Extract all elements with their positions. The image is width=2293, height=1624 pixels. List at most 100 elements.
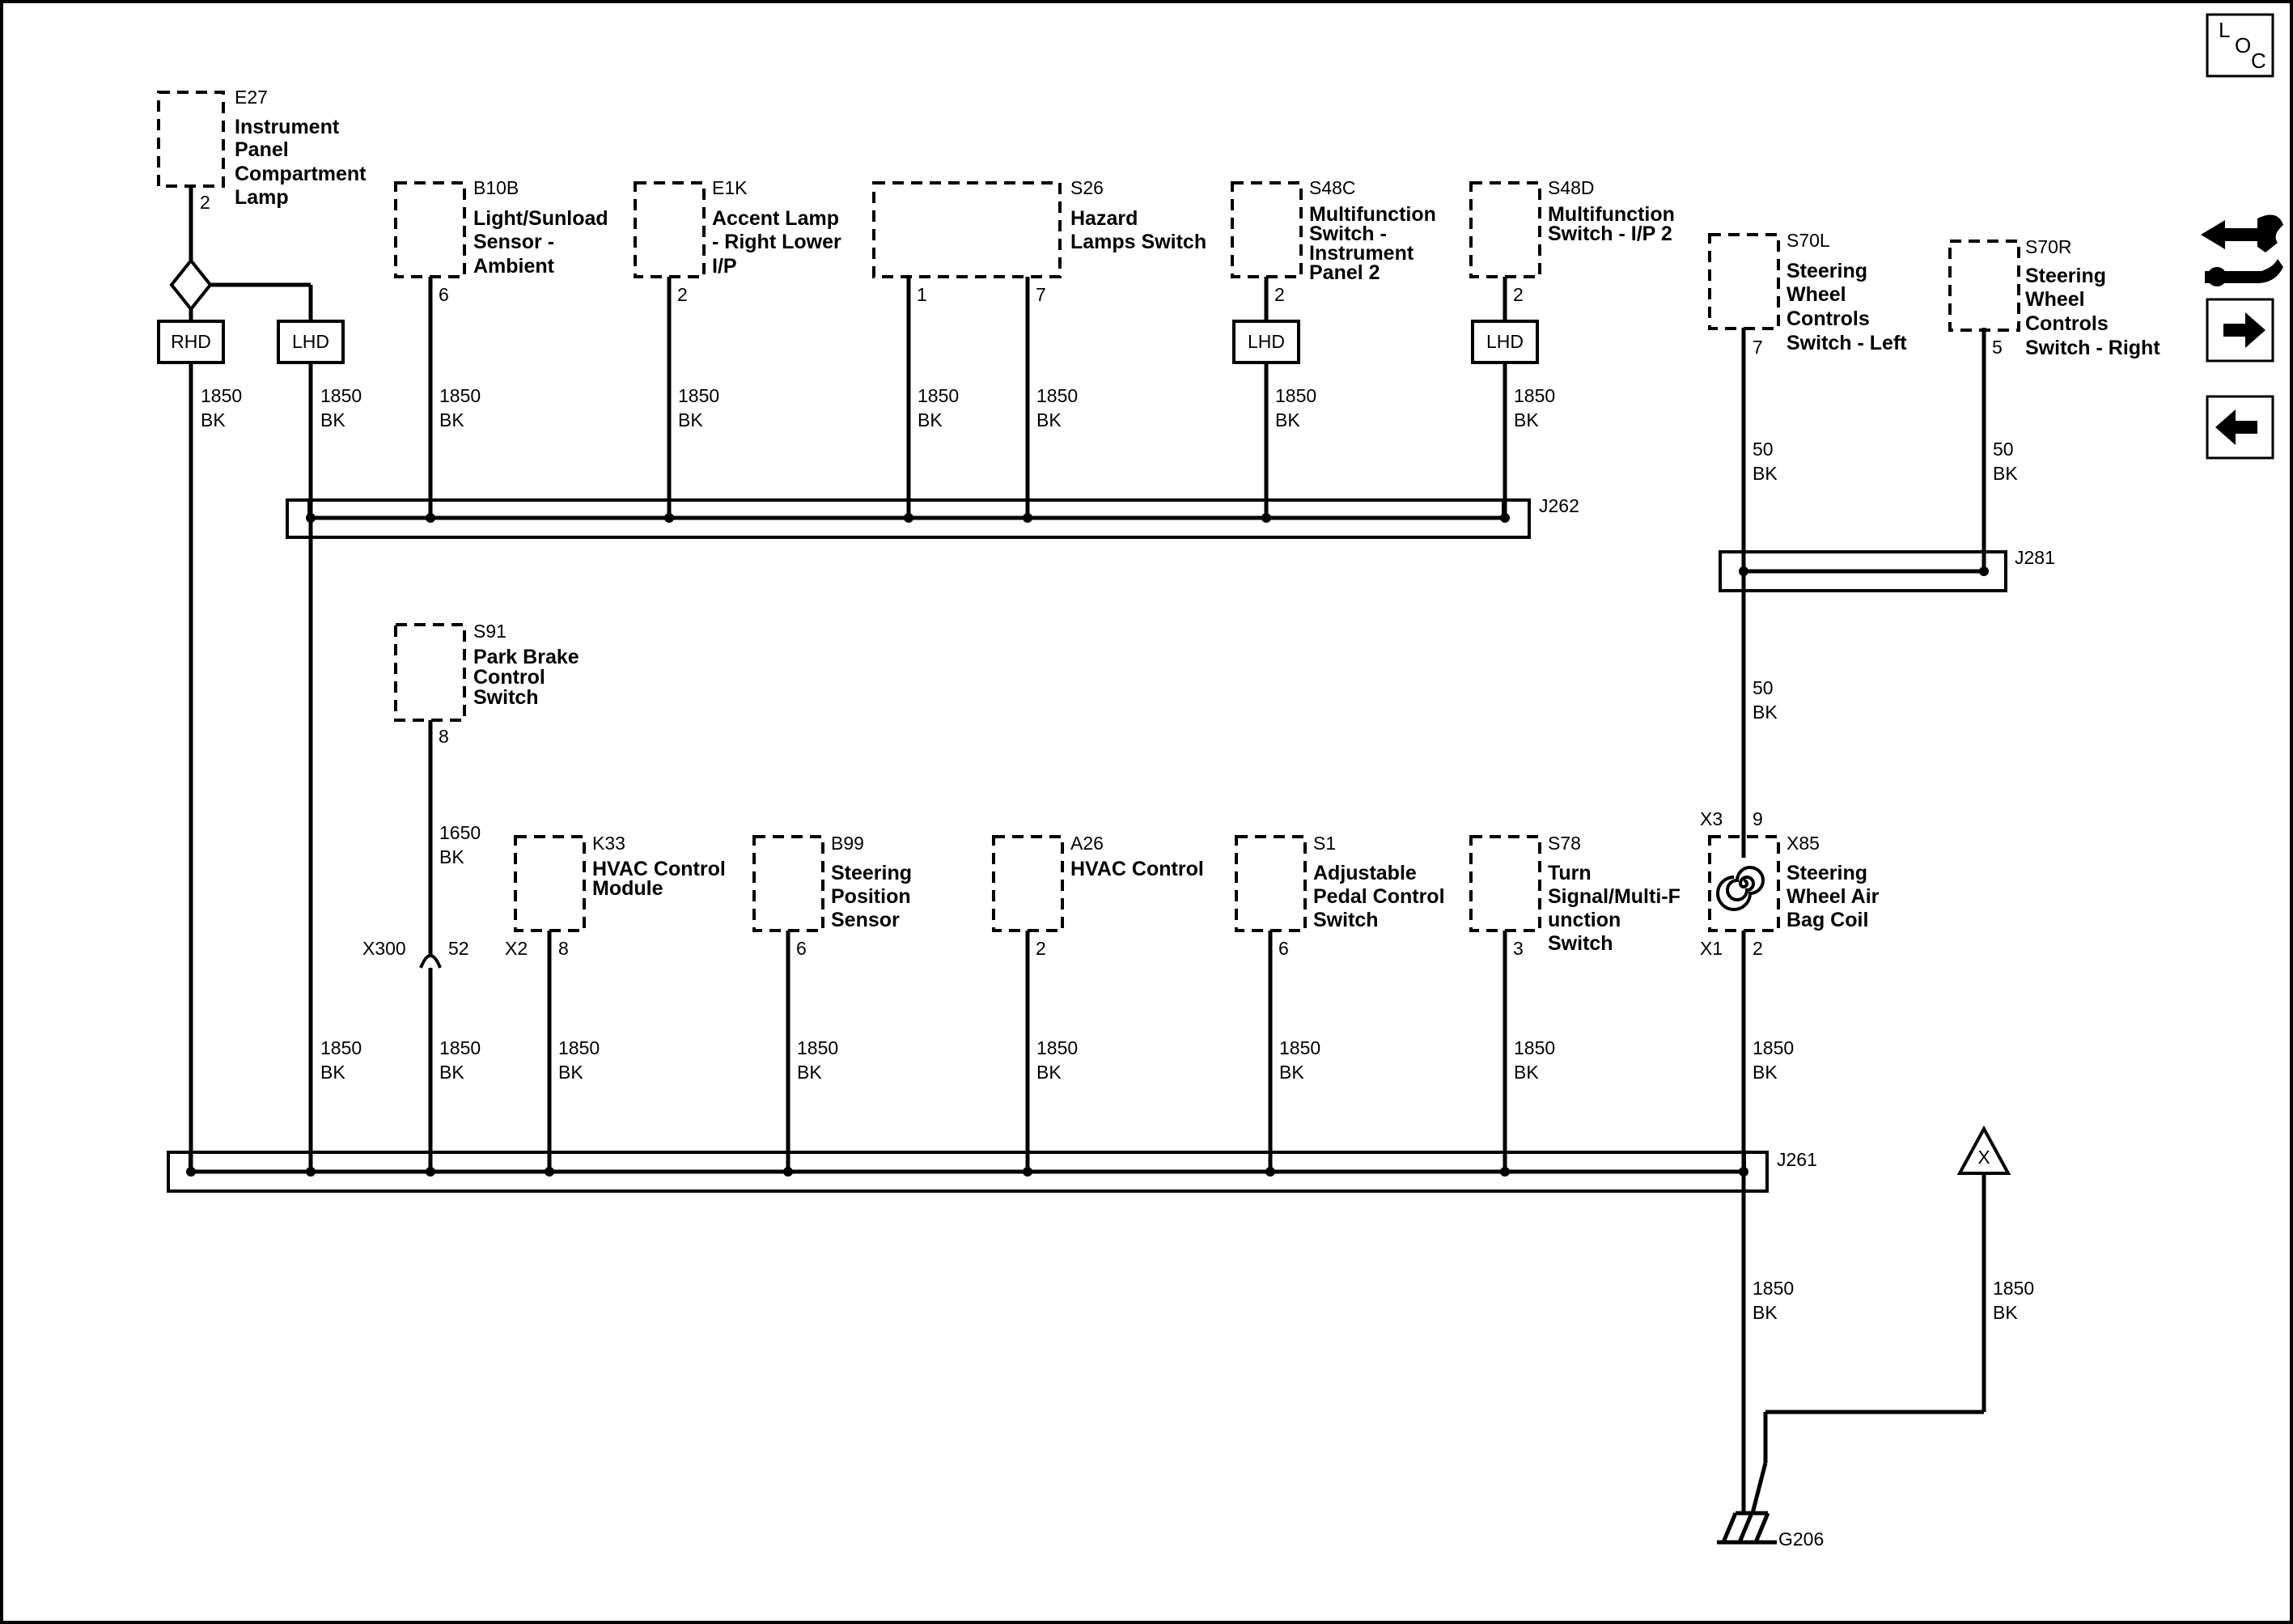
wire-color: BK <box>797 1062 822 1083</box>
svg-text:8: 8 <box>558 938 569 959</box>
splice-label: J281 <box>2015 547 2055 568</box>
svg-text:Switch -: Switch - <box>1309 223 1387 245</box>
wire-gauge: 50 <box>1753 677 1774 698</box>
label-b99: B99 Steering Position Sensor 6 <box>796 833 912 959</box>
wire-gauge: 1850 <box>1275 385 1316 406</box>
loc-button[interactable]: L O C <box>2206 13 2274 78</box>
svg-text:X2: X2 <box>505 938 528 959</box>
svg-text:K33: K33 <box>592 833 625 854</box>
wire-gauge: 1650 <box>439 822 481 843</box>
svg-text:S26: S26 <box>1070 177 1104 198</box>
wire-color: BK <box>201 409 226 430</box>
forward-button[interactable] <box>2206 298 2274 363</box>
label-s70r: S70R Steering Wheel Controls Switch - Ri… <box>1992 236 2160 359</box>
lhd-box: LHD <box>277 320 345 364</box>
svg-text:X85: X85 <box>1787 833 1820 854</box>
label-s26: S26 Hazard Lamps Switch 1 7 <box>917 177 1206 305</box>
label-e1k: E1K Accent Lamp - Right Lower I/P 2 <box>677 177 841 305</box>
svg-text:Hazard: Hazard <box>1070 207 1138 230</box>
splice-j261: J261 <box>167 1149 1817 1193</box>
label-s70l: S70L Steering Wheel Controls Switch - Le… <box>1753 230 1907 358</box>
svg-text:S70L: S70L <box>1787 230 1830 251</box>
svg-text:Signal/Multi-F: Signal/Multi-F <box>1548 885 1681 908</box>
wire-gauge: 1850 <box>1514 385 1555 406</box>
component-s91 <box>394 623 466 722</box>
offpage-connector[interactable]: X <box>1956 1125 2011 1175</box>
svg-text:Switch: Switch <box>1548 932 1613 955</box>
wire-color: BK <box>1036 1062 1062 1083</box>
wire-gauge: 1850 <box>1993 1278 2034 1299</box>
svg-text:LHD: LHD <box>292 331 329 352</box>
wire-gauge: 1850 <box>918 385 959 406</box>
loc-letter-l: L <box>2219 18 2230 42</box>
svg-text:Steering: Steering <box>1787 862 1867 884</box>
component-k33 <box>514 835 586 932</box>
svg-text:HVAC Control: HVAC Control <box>592 858 726 880</box>
svg-text:Control: Control <box>473 666 545 689</box>
svg-text:Sensor -: Sensor - <box>473 231 554 253</box>
wire-color: BK <box>320 1062 345 1083</box>
wire-gauge: 1850 <box>1036 1037 1078 1058</box>
label-x85: X3 9 X85 Steering Wheel Air Bag Coil X1 … <box>1700 808 1880 959</box>
svg-text:LHD: LHD <box>1486 331 1524 352</box>
wire-gauge: 1850 <box>320 1037 362 1058</box>
svg-text:B10B: B10B <box>473 177 519 198</box>
wire-gauge: 1850 <box>439 385 481 406</box>
svg-text:X300: X300 <box>362 938 406 959</box>
svg-text:Instrument: Instrument <box>1309 242 1414 265</box>
component-b99 <box>752 835 824 932</box>
wire-color: BK <box>558 1062 583 1083</box>
svg-text:Lamps Switch: Lamps Switch <box>1070 231 1206 253</box>
svg-text:I/P: I/P <box>712 255 737 278</box>
wire-gauge: 50 <box>1753 439 1774 460</box>
label-s78: S78 Turn Signal/Multi-F unction Switch 3 <box>1513 833 1681 959</box>
lhd-box: LHD <box>1471 320 1539 364</box>
svg-text:Accent Lamp: Accent Lamp <box>712 207 839 230</box>
splice-dots <box>186 513 1989 1177</box>
wire-color: BK <box>1036 409 1062 430</box>
svg-text:2: 2 <box>1036 938 1046 959</box>
splice-label: J262 <box>1539 495 1579 516</box>
wiring-harness-icon[interactable] <box>2201 214 2283 287</box>
svg-text:6: 6 <box>1278 938 1289 959</box>
wire-color: BK <box>1514 409 1539 430</box>
svg-text:Sensor: Sensor <box>831 909 900 931</box>
svg-text:HVAC Control: HVAC Control <box>1070 858 1204 880</box>
wire-color: BK <box>678 409 703 430</box>
svg-text:9: 9 <box>1753 808 1763 829</box>
svg-text:2: 2 <box>1753 938 1763 959</box>
wire-gauge: 1850 <box>1279 1037 1320 1058</box>
svg-text:Module: Module <box>592 877 663 900</box>
back-button[interactable] <box>2206 395 2274 460</box>
svg-text:7: 7 <box>1753 337 1763 358</box>
svg-text:6: 6 <box>439 284 449 305</box>
wire-gauge: 1850 <box>1753 1278 1794 1299</box>
svg-text:52: 52 <box>448 938 469 959</box>
svg-text:Panel: Panel <box>235 138 289 161</box>
svg-text:2: 2 <box>1274 284 1285 305</box>
svg-text:Steering: Steering <box>831 862 912 884</box>
svg-text:2: 2 <box>1513 284 1524 305</box>
rhd-box: RHD <box>157 320 225 364</box>
wire-color: BK <box>439 409 464 430</box>
wire-gauge: 50 <box>1993 439 2014 460</box>
wire-color: BK <box>1993 1302 2018 1323</box>
splice-j262: J262 <box>286 495 1579 539</box>
svg-text:S78: S78 <box>1548 833 1581 854</box>
wire-color: BK <box>1279 1062 1304 1083</box>
component-x85 <box>1708 835 1780 932</box>
svg-text:S48C: S48C <box>1309 177 1356 198</box>
label-s48c: S48C Multifunction Switch - Instrument P… <box>1274 177 1436 305</box>
wire-color: BK <box>1753 1302 1778 1323</box>
svg-text:S70R: S70R <box>2025 236 2072 257</box>
label-a26: A26 HVAC Control 2 <box>1036 833 1204 959</box>
svg-text:Switch - I/P 2: Switch - I/P 2 <box>1548 223 1672 245</box>
label-e27: E27 Instrument Panel Compartment Lamp 2 <box>200 87 367 213</box>
wire-labels: 1850 BK 1850 BK 1850 BK 1850 BK 1850 BK … <box>201 385 2034 1323</box>
wire-gauge: 1850 <box>797 1037 838 1058</box>
component-s78 <box>1469 835 1541 932</box>
component-e27 <box>157 91 225 188</box>
wire-gauge: 1850 <box>1753 1037 1794 1058</box>
splice-label: J261 <box>1777 1149 1817 1170</box>
